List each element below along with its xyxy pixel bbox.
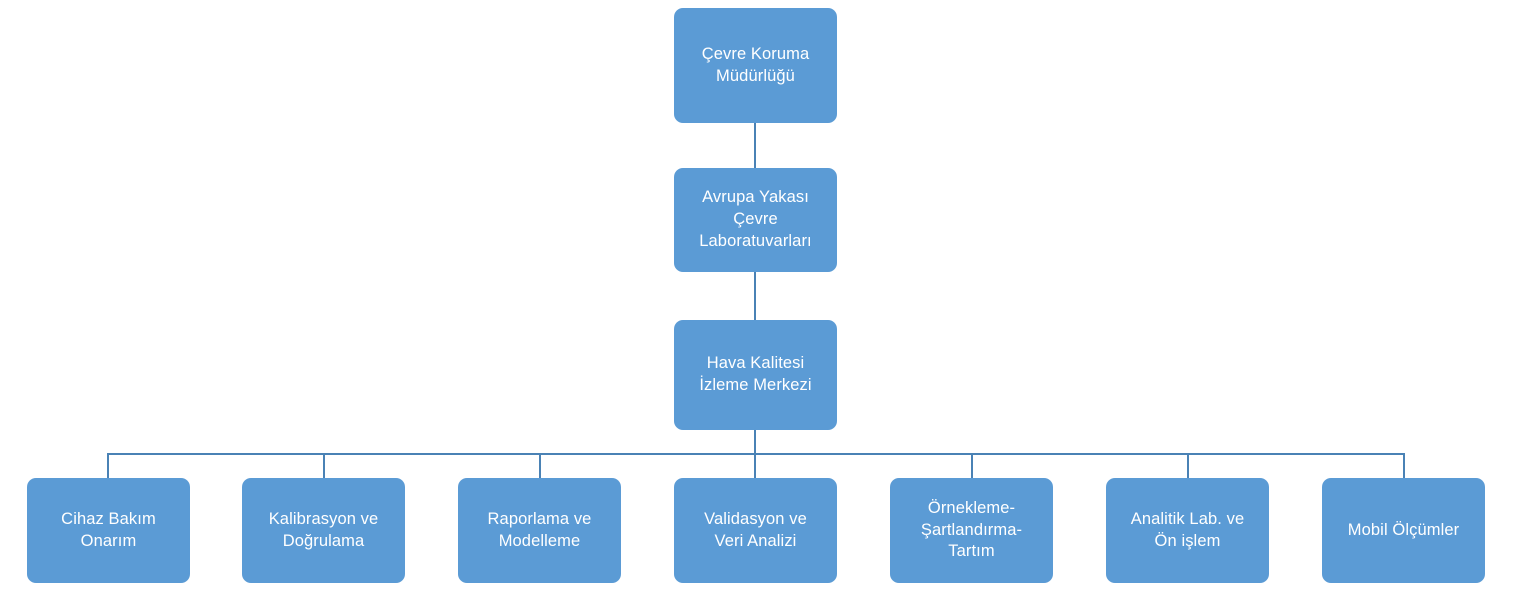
connector-bus-to-cihaz-bakim-onarim [107,453,109,478]
connector-bus-to-mobil-olcumler [1403,453,1405,478]
node-cevre-koruma-mudurlugu[interactable]: Çevre Koruma Müdürlüğü [674,8,837,123]
connector-bus-to-orrnekleme-sartlandirma-tartim [971,453,973,478]
node-avrupa-yakasi-cevre-laboratuvarlari[interactable]: Avrupa Yakası Çevre Laboratuvarları [674,168,837,272]
node-mobil-olcumler[interactable]: Mobil Ölçümler [1322,478,1485,583]
connector-bus-to-raporlama-ve-modelleme [539,453,541,478]
connector-level3-to-bus [754,429,756,454]
connector-bus-to-validasyon-ve-veri-analizi [754,453,756,478]
node-hava-kalitesi-izleme-merkezi[interactable]: Hava Kalitesi İzleme Merkezi [674,320,837,430]
node-kalibrasyon-ve-dogrulama[interactable]: Kalibrasyon ve Doğrulama [242,478,405,583]
connector-level2-to-level3 [754,271,756,321]
connector-bus-to-kalibrasyon-ve-dogrulama [323,453,325,478]
node-analitik-lab-ve-on-islem[interactable]: Analitik Lab. ve Ön işlem [1106,478,1269,583]
node-validasyon-ve-veri-analizi[interactable]: Validasyon ve Veri Analizi [674,478,837,583]
node-cihaz-bakim-onarim[interactable]: Cihaz Bakım Onarım [27,478,190,583]
node-raporlama-ve-modelleme[interactable]: Raporlama ve Modelleme [458,478,621,583]
connector-root-to-level2 [754,122,756,169]
connector-bus-to-analitik-lab-ve-on-islem [1187,453,1189,478]
node-orrnekleme-sartlandirma-tartim[interactable]: Örnekleme- Şartlandırma- Tartım [890,478,1053,583]
